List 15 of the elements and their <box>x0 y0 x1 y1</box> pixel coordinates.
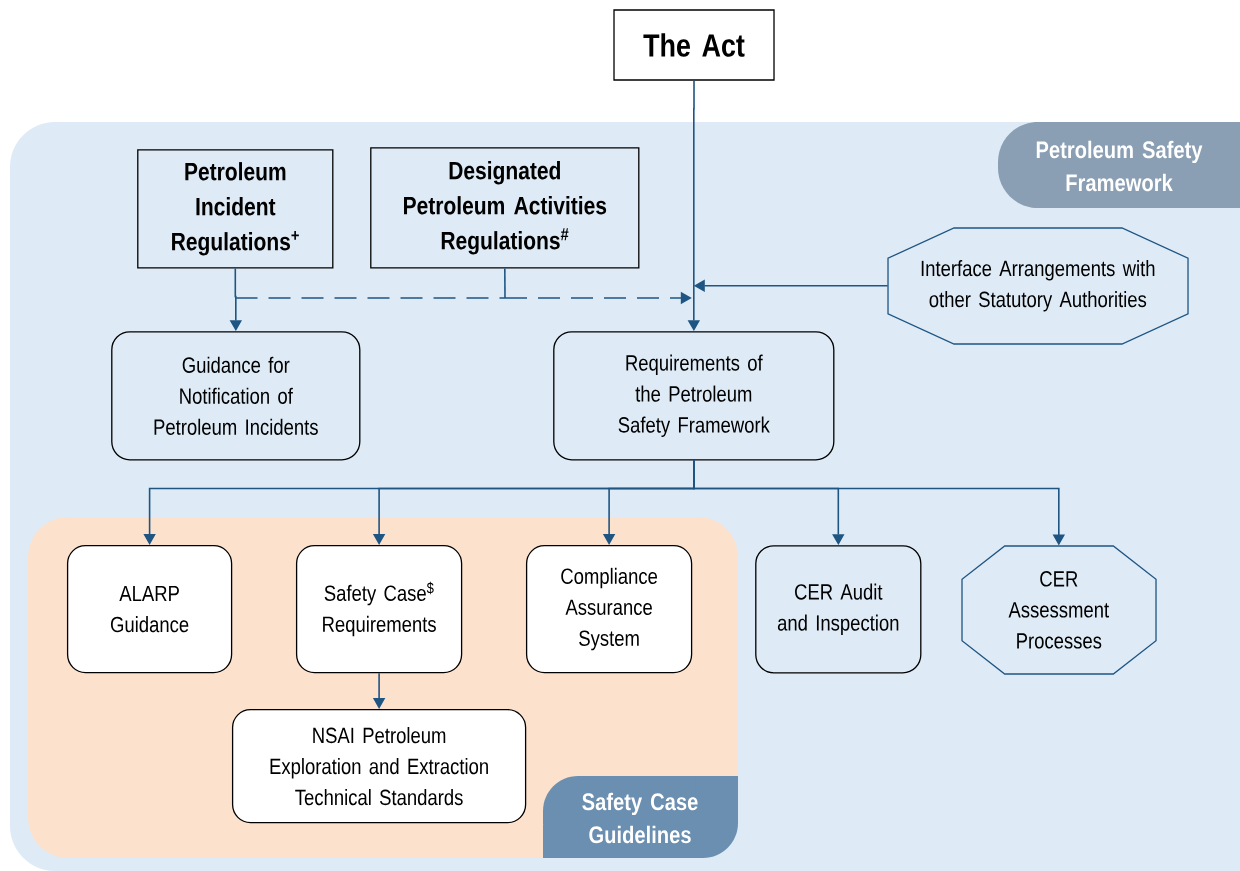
rounded-box: Compliance Assurance System <box>525 544 693 674</box>
rounded-box: CER Audit and Inspection <box>755 545 922 674</box>
rounded-box: ALARP Guidance <box>66 544 233 674</box>
octagon-box: Interface Arrangements with other Statutory Authorities <box>887 227 1189 345</box>
panel-tab: Petroleum Safety Framework <box>998 122 1240 208</box>
rounded-box: Safety Case$^{$}$ Requirements <box>295 544 463 674</box>
regulation-box: Petroleum Incident Regulations$^{+}$ <box>137 149 334 269</box>
rounded-box: Requirements of the Petroleum Safety Framework <box>553 331 835 461</box>
connector-stub <box>504 267 506 299</box>
regulation-box: Designated Petroleum Activities Regulations$^{#}$ <box>370 147 640 269</box>
rounded-box: NSAI Petroleum Exploration and Extraction Technical Standards <box>231 708 527 824</box>
dashed-line <box>234 297 506 299</box>
panel-tab: Safety Case Guidelines <box>543 776 738 858</box>
rounded-box: Guidance for Notification of Petroleum Incidents <box>111 331 361 461</box>
title-box: The Act <box>613 9 775 81</box>
